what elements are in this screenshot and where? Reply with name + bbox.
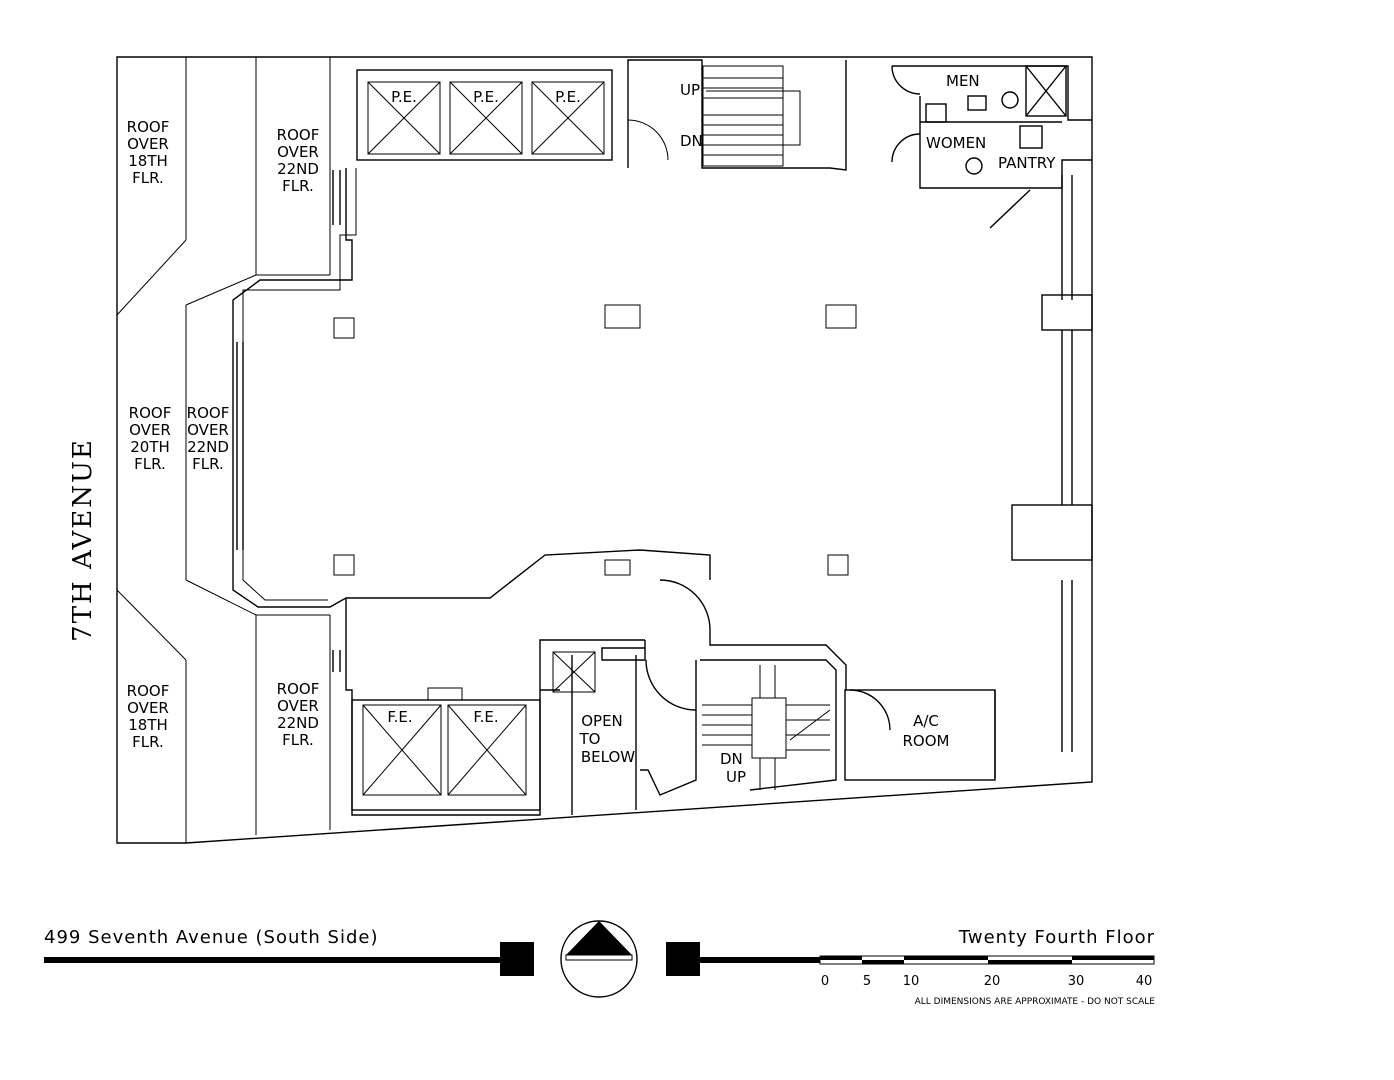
pe-label-1: P.E. <box>391 88 417 106</box>
svg-text:OVER: OVER <box>129 421 171 439</box>
roof-18-top-label: ROOF OVER 18TH FLR. <box>127 118 170 187</box>
floor-title: Twenty Fourth Floor <box>958 927 1155 948</box>
svg-text:10: 10 <box>903 974 920 989</box>
fe-label-1: F.E. <box>387 708 412 726</box>
pantry-label: PANTRY <box>998 154 1056 172</box>
svg-text:OPEN: OPEN <box>581 712 623 730</box>
svg-text:22ND: 22ND <box>187 438 229 456</box>
svg-text:A/C: A/C <box>913 712 939 730</box>
svg-text:TO: TO <box>579 730 601 748</box>
roof-20-mid-label: ROOF OVER 20TH FLR. <box>129 404 172 473</box>
svg-text:OVER: OVER <box>277 143 319 161</box>
women-label: WOMEN <box>926 134 986 152</box>
svg-text:ROOF: ROOF <box>129 404 172 422</box>
svg-text:ROOM: ROOM <box>903 732 950 750</box>
svg-text:ROOF: ROOF <box>277 680 320 698</box>
svg-text:OVER: OVER <box>187 421 229 439</box>
svg-text:OVER: OVER <box>277 697 319 715</box>
open-to-below-label: OPEN TO BELOW <box>579 712 636 766</box>
stair-dn-label: DN <box>680 132 703 150</box>
svg-text:FLR.: FLR. <box>192 455 224 473</box>
windows-left <box>236 170 341 672</box>
north-arrow-icon <box>560 920 638 998</box>
ac-room-label: A/C ROOM <box>903 712 950 750</box>
restrooms <box>891 65 1092 229</box>
svg-text:40: 40 <box>1136 974 1153 989</box>
building-title: 499 Seventh Avenue (South Side) <box>44 927 379 948</box>
svg-text:20: 20 <box>984 974 1001 989</box>
stair-up-label: UP <box>680 81 700 99</box>
right-facade <box>1011 175 1093 752</box>
site-boundary <box>116 56 1093 844</box>
svg-text:ROOF: ROOF <box>127 118 170 136</box>
svg-text:OVER: OVER <box>127 699 169 717</box>
title-bar-right-block <box>666 942 700 976</box>
svg-text:BELOW: BELOW <box>581 748 635 766</box>
roof-22-top-label: ROOF OVER 22ND FLR. <box>277 126 320 195</box>
men-label: MEN <box>946 72 980 90</box>
svg-text:ROOF: ROOF <box>127 682 170 700</box>
svg-text:22ND: 22ND <box>277 714 319 732</box>
svg-text:22ND: 22ND <box>277 160 319 178</box>
svg-text:20TH: 20TH <box>130 438 170 456</box>
floor-outline <box>232 168 711 608</box>
svg-text:18TH: 18TH <box>128 716 168 734</box>
south-core <box>345 579 996 816</box>
south-stair <box>702 665 831 790</box>
floor-outline-right <box>627 59 847 171</box>
svg-text:FLR.: FLR. <box>132 169 164 187</box>
street-label: 7TH AVENUE <box>68 438 98 642</box>
svg-text:30: 30 <box>1068 974 1085 989</box>
floor-outline-inner <box>242 168 357 601</box>
svg-text:ROOF: ROOF <box>277 126 320 144</box>
columns <box>333 304 857 576</box>
svg-text:FLR.: FLR. <box>282 177 314 195</box>
stair-dn-label-south: DN <box>720 750 743 768</box>
freight-elevators <box>362 651 596 796</box>
title-bar-left-block <box>500 942 534 976</box>
svg-text:0: 0 <box>821 974 829 989</box>
stair-up-label-south: UP <box>726 768 746 786</box>
passenger-elevators <box>356 69 613 161</box>
svg-text:OVER: OVER <box>127 135 169 153</box>
svg-text:18TH: 18TH <box>128 152 168 170</box>
scale-note: ALL DIMENSIONS ARE APPROXIMATE - DO NOT … <box>915 997 1156 1007</box>
roof-strips <box>116 57 331 843</box>
svg-text:FLR.: FLR. <box>134 455 166 473</box>
roof-22-bot-label: ROOF OVER 22ND FLR. <box>277 680 320 749</box>
scale-bar <box>819 955 1155 965</box>
roof-18-bot-label: ROOF OVER 18TH FLR. <box>127 682 170 751</box>
roof-22-mid-label: ROOF OVER 22ND FLR. <box>187 404 230 473</box>
svg-text:ROOF: ROOF <box>187 404 230 422</box>
svg-text:FLR.: FLR. <box>282 731 314 749</box>
scale-ticks: 0 5 10 20 30 40 <box>821 974 1152 989</box>
fe-label-2: F.E. <box>473 708 498 726</box>
svg-text:5: 5 <box>863 974 871 989</box>
pe-label-3: P.E. <box>555 88 581 106</box>
pe-label-2: P.E. <box>473 88 499 106</box>
svg-text:FLR.: FLR. <box>132 733 164 751</box>
north-stair <box>627 65 801 167</box>
